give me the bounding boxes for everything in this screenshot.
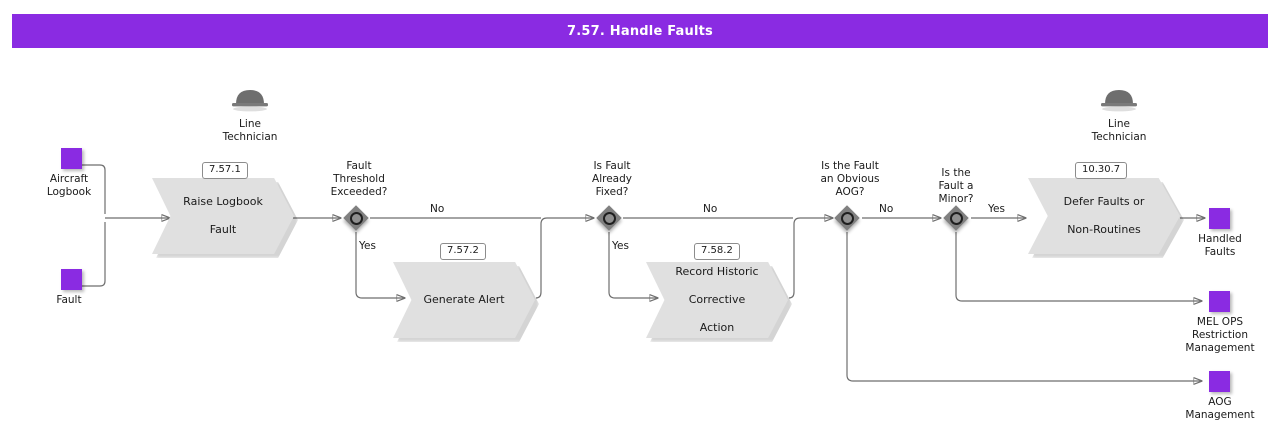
decision-ring-icon bbox=[603, 212, 616, 225]
role-line-technician-left: Line Technician bbox=[190, 84, 310, 144]
raise-logbook-fault-line1: Raise Logbook bbox=[183, 195, 263, 208]
terminal-aircraft-logbook[interactable] bbox=[61, 148, 82, 169]
hat-icon bbox=[232, 90, 268, 112]
role-label-left-line2: Technician bbox=[222, 131, 278, 143]
mel-ops-line2: Restriction bbox=[1192, 329, 1248, 341]
terminal-aog-management[interactable] bbox=[1209, 371, 1230, 392]
decision-fault-threshold-exceeded[interactable] bbox=[343, 205, 369, 231]
minor-line1: Is the bbox=[941, 167, 971, 179]
generate-alert-line1: Generate Alert bbox=[423, 293, 505, 306]
record-historic-line1: Record Historic bbox=[675, 265, 759, 278]
badge-generate-alert: 7.57.2 bbox=[440, 243, 486, 260]
badge-defer-faults: 10.30.7 bbox=[1075, 162, 1128, 179]
edge-alert-rejoin bbox=[535, 218, 594, 299]
badge-raise-logbook-fault: 7.57.1 bbox=[202, 162, 248, 179]
decision-is-the-fault-a-minor[interactable] bbox=[943, 205, 969, 231]
defer-faults-line1: Defer Faults or bbox=[1063, 195, 1145, 208]
decision-is-the-fault-an-obvious-aog[interactable] bbox=[834, 205, 860, 231]
edge-label-fixed-no: No bbox=[703, 203, 718, 215]
minor-line3: Minor? bbox=[938, 193, 974, 205]
defer-faults-line2: Non-Routines bbox=[1067, 223, 1141, 236]
fault-threshold-line2: Threshold bbox=[333, 173, 385, 185]
role-label-right-line2: Technician bbox=[1091, 131, 1147, 143]
obvious-aog-line3: AOG? bbox=[835, 186, 865, 198]
decision-ring-icon bbox=[350, 212, 363, 225]
aircraft-logbook-line2: Logbook bbox=[46, 186, 92, 198]
obvious-aog-line2: an Obvious bbox=[820, 173, 880, 185]
decision-label-fault-threshold-exceeded: Fault Threshold Exceeded? bbox=[294, 160, 424, 199]
terminal-label-handled-faults: Handled Faults bbox=[1160, 233, 1280, 259]
record-historic-line2: Corrective bbox=[688, 293, 746, 306]
edge-label-aog-no: No bbox=[879, 203, 894, 215]
edge-label-fixed-yes: Yes bbox=[612, 240, 629, 252]
already-fixed-line3: Fixed? bbox=[595, 186, 629, 198]
decision-ring-icon bbox=[841, 212, 854, 225]
edge-label-threshold-yes: Yes bbox=[359, 240, 376, 252]
terminal-label-aircraft-logbook: Aircraft Logbook bbox=[9, 173, 129, 199]
edge-fault-to-raise bbox=[82, 222, 106, 287]
fault-line1: Fault bbox=[56, 294, 82, 306]
decision-label-is-the-fault-an-obvious-aog: Is the Fault an Obvious AOG? bbox=[785, 160, 915, 199]
minor-line2: Fault a bbox=[938, 180, 974, 192]
hat-icon bbox=[1101, 90, 1137, 112]
terminal-mel-ops-restriction-management[interactable] bbox=[1209, 291, 1230, 312]
fault-threshold-line1: Fault bbox=[346, 160, 372, 172]
already-fixed-line2: Already bbox=[592, 173, 632, 185]
terminal-label-aog-management: AOG Management bbox=[1160, 396, 1280, 422]
role-label-left-line1: Line bbox=[239, 118, 261, 130]
edge-label-minor-yes: Yes bbox=[988, 203, 1005, 215]
process-raise-logbook-fault[interactable]: Raise Logbook Fault bbox=[152, 178, 294, 254]
decision-label-is-the-fault-a-minor: Is the Fault a Minor? bbox=[891, 167, 1021, 206]
page-title: 7.57. Handle Faults bbox=[12, 14, 1268, 48]
badge-record-historic: 7.58.2 bbox=[694, 243, 740, 260]
decision-ring-icon bbox=[950, 212, 963, 225]
role-line-technician-right: Line Technician bbox=[1059, 84, 1179, 144]
edge-label-threshold-no: No bbox=[430, 203, 445, 215]
decision-label-is-fault-already-fixed: Is Fault Already Fixed? bbox=[547, 160, 677, 199]
aircraft-logbook-line1: Aircraft bbox=[49, 173, 89, 185]
raise-logbook-fault-line2: Fault bbox=[209, 223, 237, 236]
terminal-fault[interactable] bbox=[61, 269, 82, 290]
mel-ops-line1: MEL OPS bbox=[1196, 316, 1244, 328]
terminal-label-mel-ops-restriction-management: MEL OPS Restriction Management bbox=[1160, 316, 1280, 355]
handled-faults-line1: Handled bbox=[1198, 233, 1242, 245]
aog-management-line1: AOG bbox=[1208, 396, 1232, 408]
record-historic-line3: Action bbox=[699, 321, 735, 334]
aog-management-line2: Management bbox=[1185, 409, 1255, 421]
terminal-handled-faults[interactable] bbox=[1209, 208, 1230, 229]
process-generate-alert[interactable]: Generate Alert bbox=[393, 262, 535, 338]
edge-record-rejoin bbox=[788, 218, 833, 299]
fault-threshold-line3: Exceeded? bbox=[330, 186, 388, 198]
obvious-aog-line1: Is the Fault bbox=[821, 160, 879, 172]
mel-ops-line3: Management bbox=[1185, 342, 1255, 354]
handled-faults-line2: Faults bbox=[1204, 246, 1236, 258]
process-defer-faults-or-non-routines[interactable]: Defer Faults or Non-Routines bbox=[1028, 178, 1180, 254]
terminal-label-fault: Fault bbox=[9, 294, 129, 307]
already-fixed-line1: Is Fault bbox=[593, 160, 631, 172]
process-record-historic-corrective-action[interactable]: Record Historic Corrective Action bbox=[646, 262, 788, 338]
role-label-right-line1: Line bbox=[1108, 118, 1130, 130]
decision-is-fault-already-fixed[interactable] bbox=[596, 205, 622, 231]
